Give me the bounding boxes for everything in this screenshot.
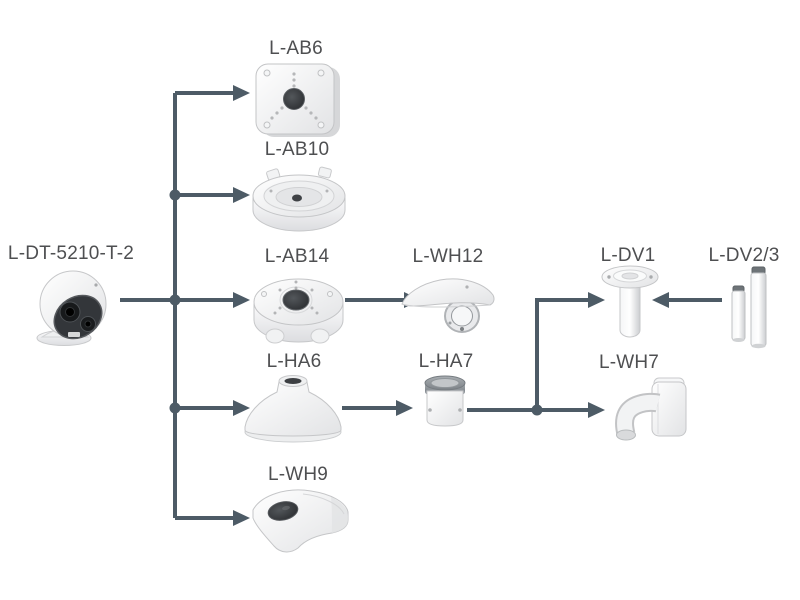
wh7-image (615, 377, 687, 441)
label-ha6: L-HA6 (266, 351, 322, 372)
dv23-image (731, 266, 767, 349)
short-pole (731, 285, 746, 342)
edge-camera-to-trunk (120, 292, 250, 308)
label-camera: L-DT-5210-T-2 (7, 243, 135, 264)
ha7-image (424, 375, 466, 427)
edge-ha7-to-wh7 (467, 402, 605, 418)
label-ab10: L-AB10 (264, 139, 330, 160)
ab10-image (252, 166, 346, 232)
label-ab6: L-AB6 (269, 38, 323, 59)
tall-pole (750, 266, 767, 349)
label-wh7: L-WH7 (598, 352, 660, 373)
label-wh12: L-WH12 (412, 246, 484, 267)
wh9-image (252, 489, 349, 553)
label-dv1: L-DV1 (600, 245, 656, 266)
label-ab14: L-AB14 (264, 246, 330, 267)
dv1-image (601, 265, 659, 338)
edge-ha7-to-dv1 (535, 292, 605, 410)
ab6-image (255, 63, 340, 137)
ha6-image (244, 375, 342, 443)
edge-to-ab6 (175, 85, 250, 101)
edge-to-ha6 (175, 400, 250, 416)
edge-to-ab10 (175, 187, 250, 203)
ab14-image (253, 278, 344, 344)
edge-to-wh9 (175, 510, 250, 526)
wh12-image (401, 278, 495, 333)
label-wh9: L-WH9 (267, 464, 329, 485)
label-ha7: L-HA7 (418, 351, 474, 372)
label-dv23: L-DV2/3 (708, 245, 780, 266)
edge-dv23-to-dv1 (652, 292, 722, 308)
edge-ha6-to-ha7 (342, 400, 413, 416)
junction-dots (169, 189, 543, 416)
camera-image (36, 270, 107, 346)
